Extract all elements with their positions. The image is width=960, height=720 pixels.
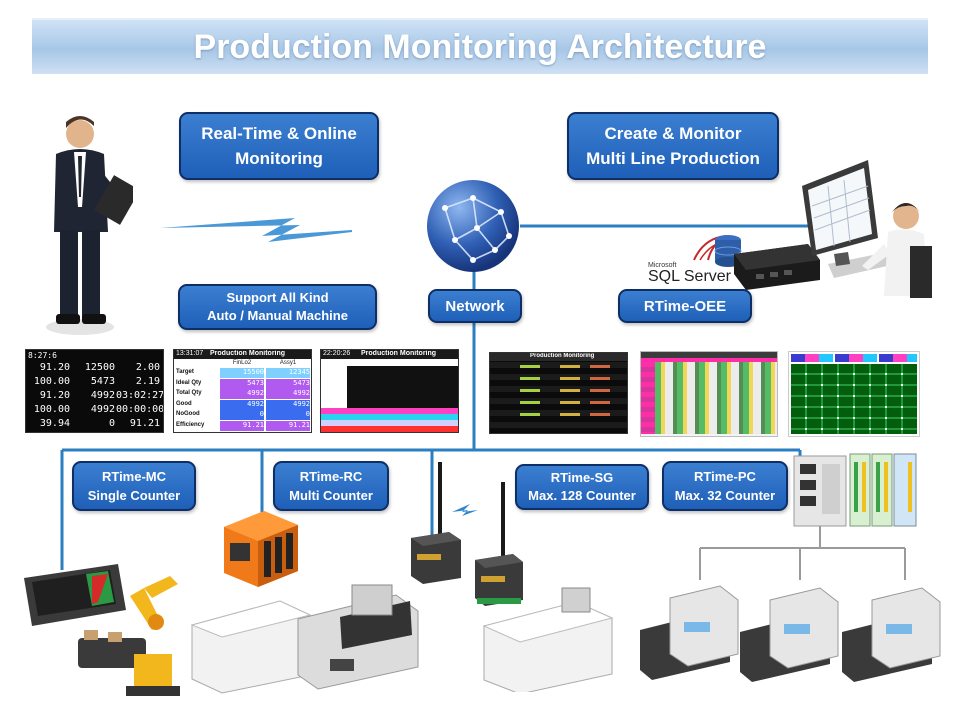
screen1-row: 39.94 0 91.21: [26, 417, 163, 431]
operator-computer-icon: [802, 160, 932, 298]
status-tiles-screen: [788, 351, 920, 437]
screen2-header: Production Monitoring: [210, 350, 286, 357]
screen2-value: 91.21: [220, 421, 264, 431]
mc-line2: Single Counter: [87, 488, 181, 503]
screen2-value: 4992: [220, 399, 264, 410]
realtime-line2: Monitoring: [235, 149, 323, 168]
screen2-row-label: Efficiency: [176, 422, 205, 428]
rc-line1: RTime-RC: [299, 469, 363, 484]
screen1-cell: 100.00: [33, 376, 70, 387]
screen2-row-label: NoGood: [176, 411, 200, 418]
pc-line1: RTime-PC: [694, 469, 756, 484]
screen2-row-label: Target: [176, 369, 194, 375]
screen1-cell: 91.21: [129, 418, 160, 429]
rtime-sg-machine-icon: [482, 587, 614, 692]
rc-line2: Multi Counter: [289, 488, 373, 503]
sql-label: SQL Server: [648, 268, 731, 285]
screen1-cell: 100.00: [33, 404, 70, 415]
line-table-screen: Production Monitoring: [489, 352, 628, 434]
screen2-value: 0: [266, 410, 310, 421]
screen1-cell: 5473: [90, 376, 115, 387]
screen4-header: Production Monitoring: [530, 353, 595, 359]
page-title: Production Monitoring Architecture: [193, 28, 767, 66]
screen1-cell: 00:00:00: [116, 404, 164, 415]
screen1-cell: 91.20: [39, 390, 70, 401]
pc-line2: Max. 32 Counter: [674, 488, 776, 503]
screen3-header: Production Monitoring: [361, 350, 437, 357]
create-monitor-box: Create & Monitor Multi Line Production: [567, 112, 779, 180]
rtime-sg-box: RTime-SG Max. 128 Counter: [515, 464, 649, 510]
screen2-row-label: Ideal Qty: [176, 379, 202, 386]
rtime-rc-device-icon: [224, 511, 298, 587]
oee-label: RTime-OEE: [643, 297, 727, 315]
screen2-value: 91.21: [266, 421, 310, 431]
network-label: Network: [445, 297, 505, 315]
mc-line1: RTime-MC: [101, 469, 167, 484]
screen1-row: 91.20 12500 2.00: [26, 361, 163, 375]
support-machine-box: Support All Kind Auto / Manual Machine: [178, 284, 377, 330]
screen1-cell: 2.00: [135, 362, 160, 373]
oee-grid-screen: [640, 351, 778, 437]
rtime-pc-hardware-icon: [793, 453, 917, 527]
title-banner: Production Monitoring Architecture: [32, 18, 928, 74]
create-line1: Create & Monitor: [604, 124, 742, 143]
screen1-cell: 0: [108, 418, 115, 429]
network-box: Network: [428, 289, 522, 323]
sg-line1: RTime-SG: [550, 470, 614, 485]
support-line2: Auto / Manual Machine: [207, 308, 348, 323]
rtime-oee-box: RTime-OEE: [618, 289, 752, 323]
screen1-row: 100.00 5473 2.19: [26, 375, 163, 389]
create-line2: Multi Line Production: [586, 149, 760, 168]
screen2-value: 4992: [266, 389, 310, 400]
screen2-value: 4992: [266, 399, 310, 410]
screen2-value: 5473: [266, 378, 310, 389]
screen1-time: 8:27:6: [28, 351, 57, 360]
rtime-rc-machines-icon: [190, 584, 419, 694]
production-monitoring-screen: 13:31:07 Production Monitoring FinLo2 As…: [173, 349, 312, 433]
rtime-pc-box: RTime-PC Max. 32 Counter: [662, 461, 788, 511]
screen2-value: 0: [220, 410, 264, 421]
sg-line2: Max. 128 Counter: [528, 488, 636, 503]
screen2-value: 12345: [266, 368, 310, 378]
screen1-cell: 2.19: [135, 376, 160, 387]
screen2-col2: Assy1: [279, 360, 297, 366]
screen2-col1: FinLo2: [232, 360, 252, 366]
realtime-monitoring-box: Real-Time & Online Monitoring: [179, 112, 379, 180]
screen1-cell: 39.94: [39, 418, 70, 429]
rtime-sg-gateway-icon: [411, 462, 523, 606]
screen1-cell: 91.20: [39, 362, 70, 373]
manager-person-icon: [46, 116, 133, 335]
rtime-mc-robot-icon: [24, 564, 180, 696]
screen2-time: 13:31:07: [176, 350, 204, 357]
screen2-value: 5473: [220, 378, 264, 389]
screen1-cell: 4992: [90, 390, 115, 401]
screen1-cell: 12500: [84, 362, 115, 373]
rtime-rc-box: RTime-RC Multi Counter: [273, 461, 389, 511]
database-server-icon: [714, 235, 820, 290]
sql-brand: Microsoft: [648, 262, 677, 269]
network-globe-icon: [427, 180, 519, 272]
realtime-line1: Real-Time & Online: [201, 124, 357, 143]
screen2-row-label: Total Qty: [176, 390, 202, 397]
screen2-row-label: Good: [176, 400, 192, 407]
support-line1: Support All Kind: [226, 290, 329, 305]
screen3-time: 22:20:26: [323, 350, 351, 357]
multi-line-monitoring-screen: 22:20:26 Production Monitoring: [320, 349, 459, 433]
screen2-value: 4992: [220, 389, 264, 400]
screen1-cell: 03:02:27: [116, 390, 164, 401]
screen1-cell: 4992: [90, 404, 115, 415]
rtime-pc-machines-icon: [640, 585, 941, 682]
rtime-mc-box: RTime-MC Single Counter: [72, 461, 196, 511]
screen2-value: 15500: [220, 368, 264, 378]
